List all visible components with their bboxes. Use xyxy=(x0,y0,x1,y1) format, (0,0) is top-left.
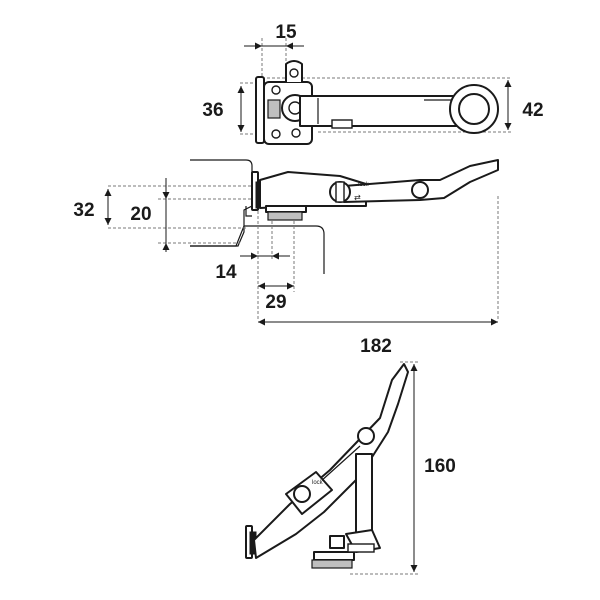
dim-32: 32 xyxy=(73,200,94,221)
dim-20: 20 xyxy=(130,204,151,225)
dim-42: 42 xyxy=(522,100,543,121)
stamp-lock: lock xyxy=(358,182,370,188)
dim-29: 29 xyxy=(265,292,286,313)
dim-15: 15 xyxy=(275,22,297,43)
stamp-lock-open: lock xyxy=(312,480,324,486)
top-view: 15 36 42 xyxy=(202,22,544,145)
dim-14: 14 xyxy=(215,262,237,283)
side-view: lock ⇄ 32 20 14 29 182 xyxy=(73,159,499,357)
dim-36: 36 xyxy=(202,100,223,121)
open-view: lock 160 xyxy=(245,361,456,575)
dim-182: 182 xyxy=(360,336,392,357)
dim-160: 160 xyxy=(424,456,456,477)
stamp-arrows: ⇄ xyxy=(354,193,361,202)
